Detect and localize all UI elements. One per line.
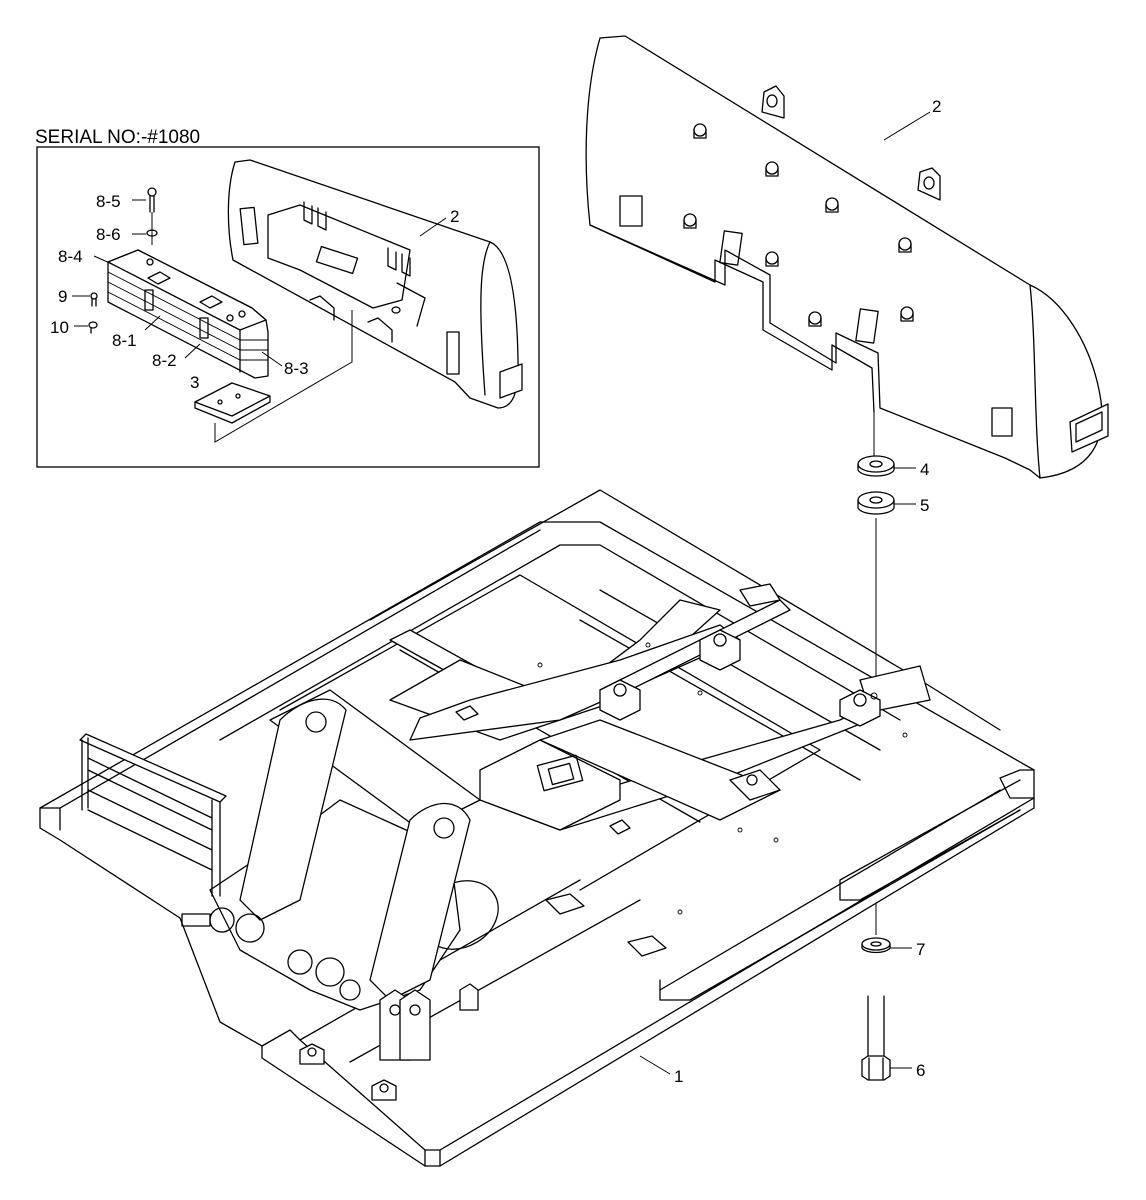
callout-3: 3 <box>190 373 199 392</box>
callout-10: 10 <box>50 318 69 337</box>
upper-frame <box>39 489 1035 1167</box>
inset-weight-stack <box>107 249 269 379</box>
washer-4 <box>857 455 895 477</box>
bolt-6 <box>861 995 891 1081</box>
main-counterweight <box>499 35 1109 479</box>
callout-7: 7 <box>916 940 925 959</box>
callout-9: 9 <box>58 287 67 306</box>
inset-bolt-8-5 <box>147 187 157 245</box>
serial-number-label: SERIAL NO:-#1080 <box>35 127 200 148</box>
callout-inset-2: 2 <box>450 207 459 226</box>
callout-6: 6 <box>916 1061 925 1080</box>
callout-4: 4 <box>920 460 929 479</box>
callout-1: 1 <box>674 1067 683 1086</box>
washer-5 <box>857 491 895 515</box>
callout-8-5: 8-5 <box>96 192 121 211</box>
callout-8-4: 8-4 <box>58 247 83 266</box>
callout-main-2: 2 <box>932 97 941 116</box>
inset-spacer-3 <box>194 382 271 424</box>
washer-7 <box>861 937 891 954</box>
inset-washer-8-6 <box>146 229 158 237</box>
inset-nut-10 <box>88 321 98 334</box>
callout-8-2: 8-2 <box>152 351 177 370</box>
inset-frame <box>36 146 540 468</box>
callout-8-1: 8-1 <box>112 331 137 350</box>
inset-panel: SERIAL NO:-#1080 <box>35 127 540 468</box>
inset-bolt-9 <box>90 292 98 307</box>
callout-8-6: 8-6 <box>96 225 121 244</box>
callout-5: 5 <box>920 496 929 515</box>
callout-8-3: 8-3 <box>284 359 309 378</box>
inset-counterweight <box>227 159 519 409</box>
